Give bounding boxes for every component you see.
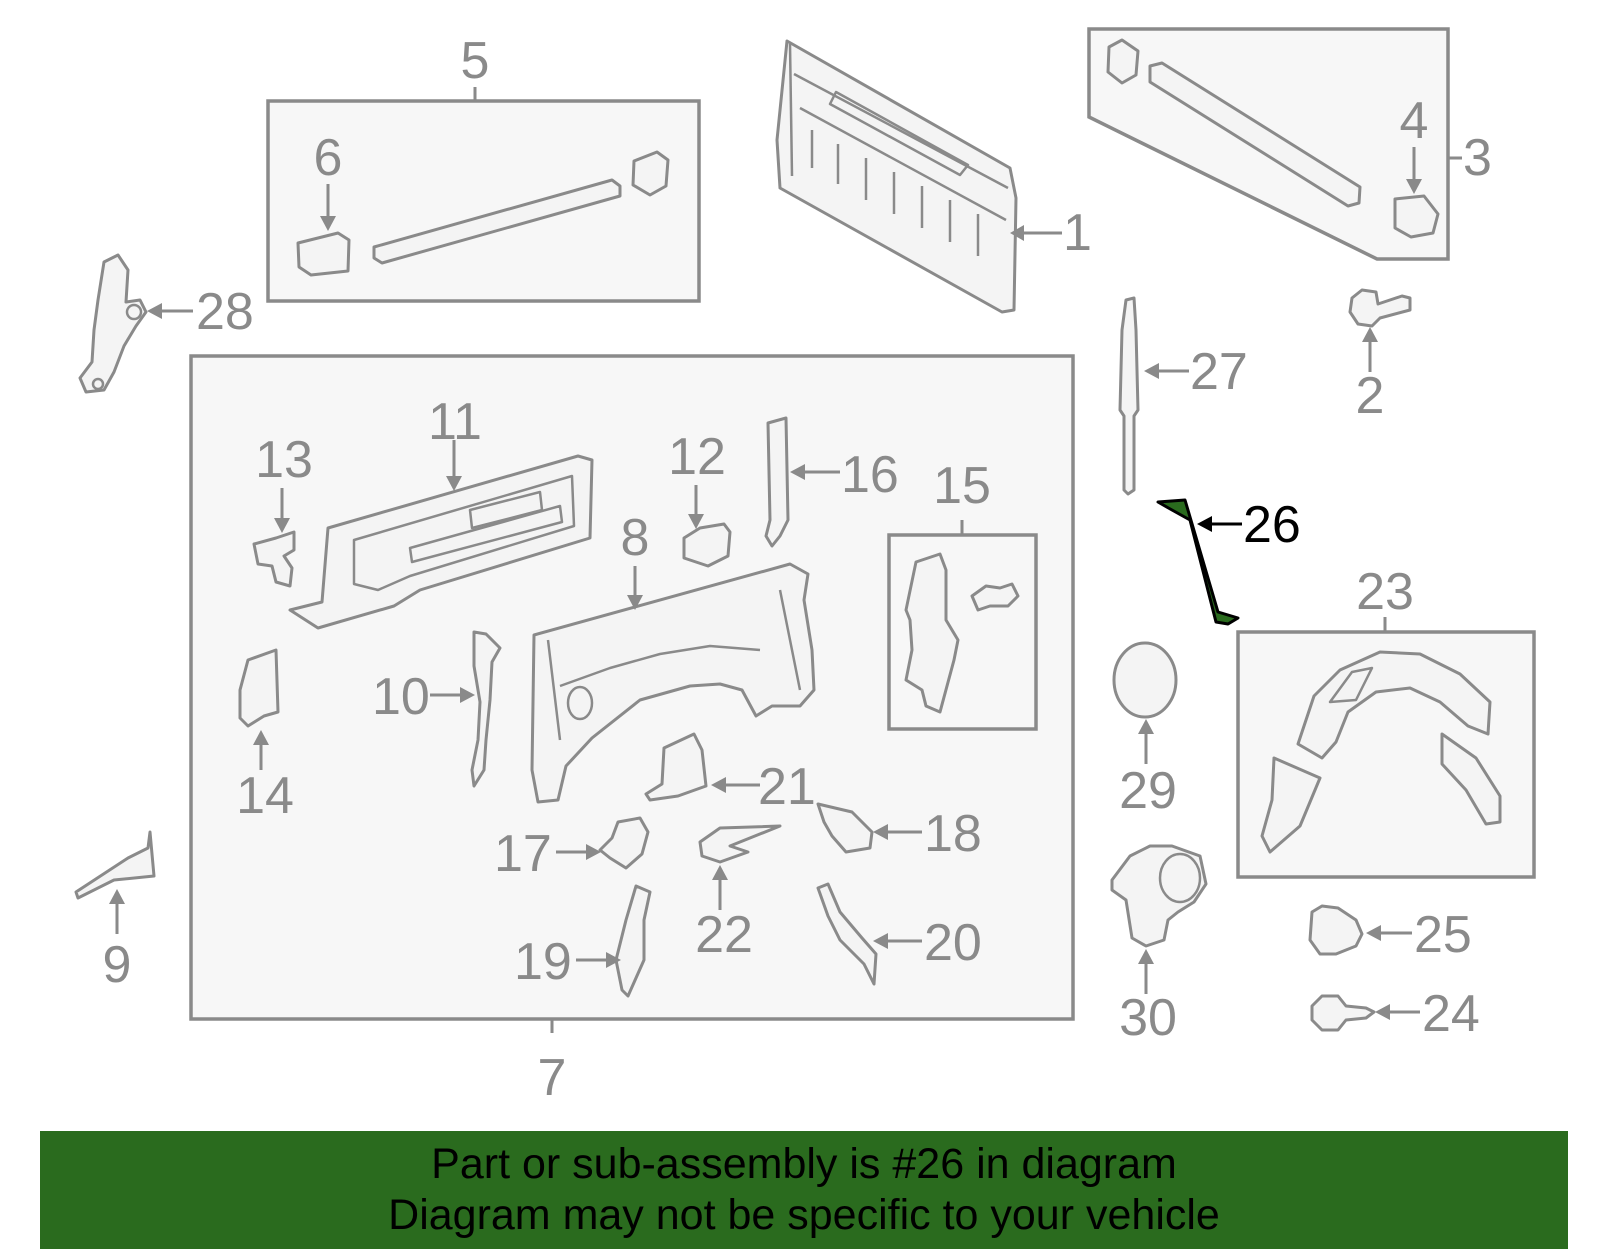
callout-15: 15 (933, 457, 991, 515)
callout-27: 27 (1190, 343, 1248, 401)
callout-11: 11 (428, 393, 482, 451)
screw-part-24 (1310, 994, 1376, 1032)
banner-line-1: Part or sub-assembly is #26 in diagram (431, 1140, 1177, 1188)
callout-28: 28 (196, 283, 254, 341)
bracket-part-17 (598, 816, 650, 870)
housing-part-30 (1110, 844, 1208, 948)
bracket-part-9 (74, 830, 156, 900)
callout-3: 3 (1463, 129, 1492, 187)
callout-14: 14 (236, 767, 294, 825)
callout-7: 7 (538, 1049, 567, 1107)
callout-1: 1 (1063, 204, 1092, 262)
callout-9: 9 (103, 936, 132, 994)
front-cap-part (1106, 38, 1140, 85)
cap-part-29 (1112, 641, 1178, 719)
pillar-part-16 (764, 416, 790, 548)
callout-29: 29 (1119, 762, 1177, 820)
tailgate-part-1 (775, 39, 1018, 314)
bracket-part-22 (698, 824, 782, 864)
callout-10: 10 (372, 668, 430, 726)
bed-rail-part (372, 178, 622, 265)
liner-piece-right (1440, 732, 1502, 826)
callout-25: 25 (1414, 906, 1472, 964)
bracket-part-12 (682, 522, 732, 568)
hinge-part-28 (78, 253, 148, 394)
callout-17: 17 (494, 825, 552, 883)
callout-21: 21 (758, 758, 816, 816)
callout-5: 5 (461, 32, 490, 90)
callout-20: 20 (924, 914, 982, 972)
callout-4: 4 (1400, 92, 1429, 150)
callout-24: 24 (1422, 985, 1480, 1043)
bracket-part-14 (238, 648, 280, 728)
rail-end-cap-part (631, 150, 670, 197)
callout-8: 8 (621, 509, 650, 567)
bracket-part-13 (252, 530, 296, 588)
clip-part-25 (1308, 904, 1364, 956)
callout-30: 30 (1119, 989, 1177, 1047)
callout-16: 16 (841, 446, 899, 504)
callout-13: 13 (255, 431, 313, 489)
bracket-part-18 (816, 802, 874, 854)
front-rail-part (1148, 61, 1362, 208)
brace-part-15 (904, 552, 960, 714)
clip-part-15 (970, 582, 1020, 612)
end-cap-part-6 (296, 231, 351, 277)
callout-23: 23 (1356, 563, 1414, 621)
support-strut-part-27 (1118, 296, 1140, 496)
quarter-panel-part-8 (530, 562, 816, 804)
extension-part-10 (470, 630, 502, 788)
callout-19: 19 (514, 933, 572, 991)
callout-12: 12 (668, 428, 726, 486)
callout-22: 22 (695, 906, 753, 964)
brace-part-19 (614, 884, 652, 998)
bracket-part-21 (644, 732, 708, 802)
callout-2: 2 (1356, 367, 1385, 425)
highlighted-part-26[interactable] (1156, 498, 1240, 626)
callout-6: 6 (314, 129, 343, 187)
bolt-part-2 (1348, 288, 1412, 328)
brace-part-20 (816, 882, 878, 986)
banner-line-2: Diagram may not be specific to your vehi… (388, 1191, 1220, 1239)
liner-piece-left (1260, 756, 1322, 854)
rear-cap-part-4 (1393, 194, 1440, 239)
callout-26: 26 (1243, 496, 1301, 554)
callout-18: 18 (924, 805, 982, 863)
info-banner: Part or sub-assembly is #26 in diagram D… (40, 1131, 1568, 1249)
